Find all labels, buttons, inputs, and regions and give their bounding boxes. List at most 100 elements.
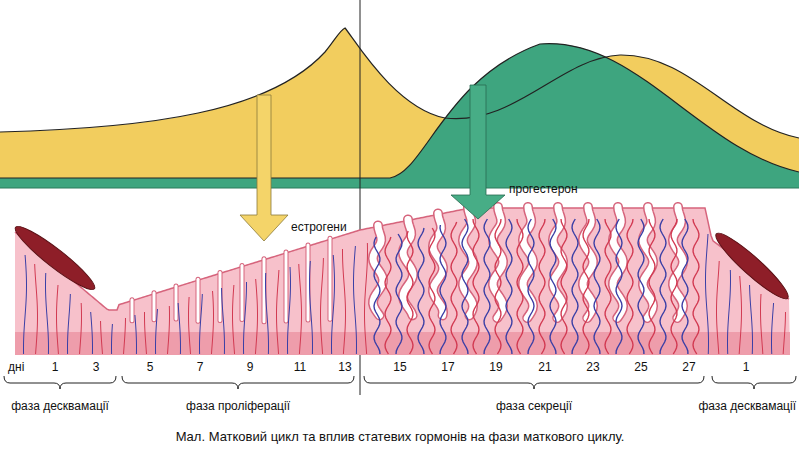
artery [473, 219, 479, 354]
axis-label: дні [8, 361, 24, 375]
bracket [364, 376, 704, 389]
artery [583, 219, 589, 354]
artery [343, 249, 346, 354]
phase-label: фаза секреції [496, 400, 572, 414]
artery [693, 219, 699, 354]
artery [649, 219, 655, 354]
endometrium [10, 207, 794, 355]
gland [493, 207, 503, 318]
hormone-label: естрогени [291, 221, 347, 235]
gland-outline [240, 266, 245, 320]
artery [35, 264, 38, 354]
gland-outline [196, 279, 201, 321]
day-number: 1 [52, 361, 59, 375]
vein [660, 219, 666, 354]
day-number: 13 [338, 361, 351, 375]
gland [197, 279, 200, 321]
gland [523, 207, 533, 318]
vein [178, 303, 180, 354]
day-number: 1 [743, 361, 750, 375]
vein [572, 219, 578, 354]
estrogen-arrow [240, 95, 288, 241]
vein [288, 267, 291, 354]
gland-outline [523, 207, 533, 318]
day-number: 21 [538, 361, 551, 375]
vein [354, 246, 357, 354]
caption: Мал. Матковий цикл та вплив статевих гор… [176, 430, 625, 445]
phase-brackets [4, 376, 796, 389]
gland-outline [643, 207, 653, 318]
vein [462, 219, 468, 354]
artery [429, 228, 435, 354]
vein [91, 312, 93, 354]
vein [156, 309, 158, 354]
bracket [4, 376, 116, 389]
artery [233, 285, 235, 354]
vein [135, 315, 137, 354]
day-number: 27 [682, 361, 695, 375]
artery [211, 291, 213, 354]
vein [550, 219, 556, 354]
vein [682, 219, 688, 354]
artery [761, 294, 763, 354]
gland [263, 259, 266, 322]
artery [57, 285, 59, 354]
gland-outline [673, 207, 683, 318]
artery [517, 219, 523, 354]
gland-outline [130, 300, 135, 321]
bracket [122, 376, 354, 389]
artery [321, 258, 324, 354]
gland-outline [284, 252, 289, 321]
vein [244, 282, 247, 354]
day-number: 23 [586, 361, 599, 375]
vein [266, 273, 269, 354]
vein [68, 294, 71, 354]
artery [451, 222, 457, 354]
progesterone-arrow [451, 85, 505, 219]
vein [222, 288, 225, 354]
gland [131, 300, 134, 321]
vein [374, 237, 380, 354]
vein [728, 270, 731, 354]
gland [329, 238, 332, 319]
vein [772, 303, 774, 354]
vein [528, 219, 534, 354]
vein [638, 219, 644, 354]
artery [407, 231, 413, 354]
vein [750, 285, 753, 354]
baseline [0, 188, 799, 189]
gland-outline [174, 286, 179, 319]
vein [46, 273, 49, 354]
vein [332, 255, 335, 354]
bracket [712, 376, 796, 389]
gland [219, 272, 222, 320]
artery [717, 261, 720, 354]
artery [124, 318, 126, 354]
day-number: 5 [147, 361, 154, 375]
shed-tissue [710, 227, 793, 305]
day-number: 17 [441, 361, 454, 375]
day-number: 9 [247, 361, 254, 375]
gland [673, 207, 683, 318]
day-number: 19 [489, 361, 502, 375]
gland [285, 252, 288, 321]
artery [539, 219, 545, 354]
artery [739, 276, 741, 354]
artery [101, 321, 103, 354]
artery [671, 219, 677, 354]
vein [706, 234, 709, 354]
phase-label: фаза десквамації [11, 400, 109, 414]
gland-outline [328, 238, 333, 319]
vein [484, 219, 490, 354]
estrogen-curve [0, 28, 799, 138]
gland [153, 293, 156, 320]
artery [145, 312, 147, 354]
day-number: 15 [393, 361, 406, 375]
tissue-body [15, 208, 790, 355]
artery [167, 306, 169, 354]
progesterone-area [0, 44, 799, 188]
phase-label: фаза десквамації [698, 400, 796, 414]
day-number: 25 [634, 361, 647, 375]
